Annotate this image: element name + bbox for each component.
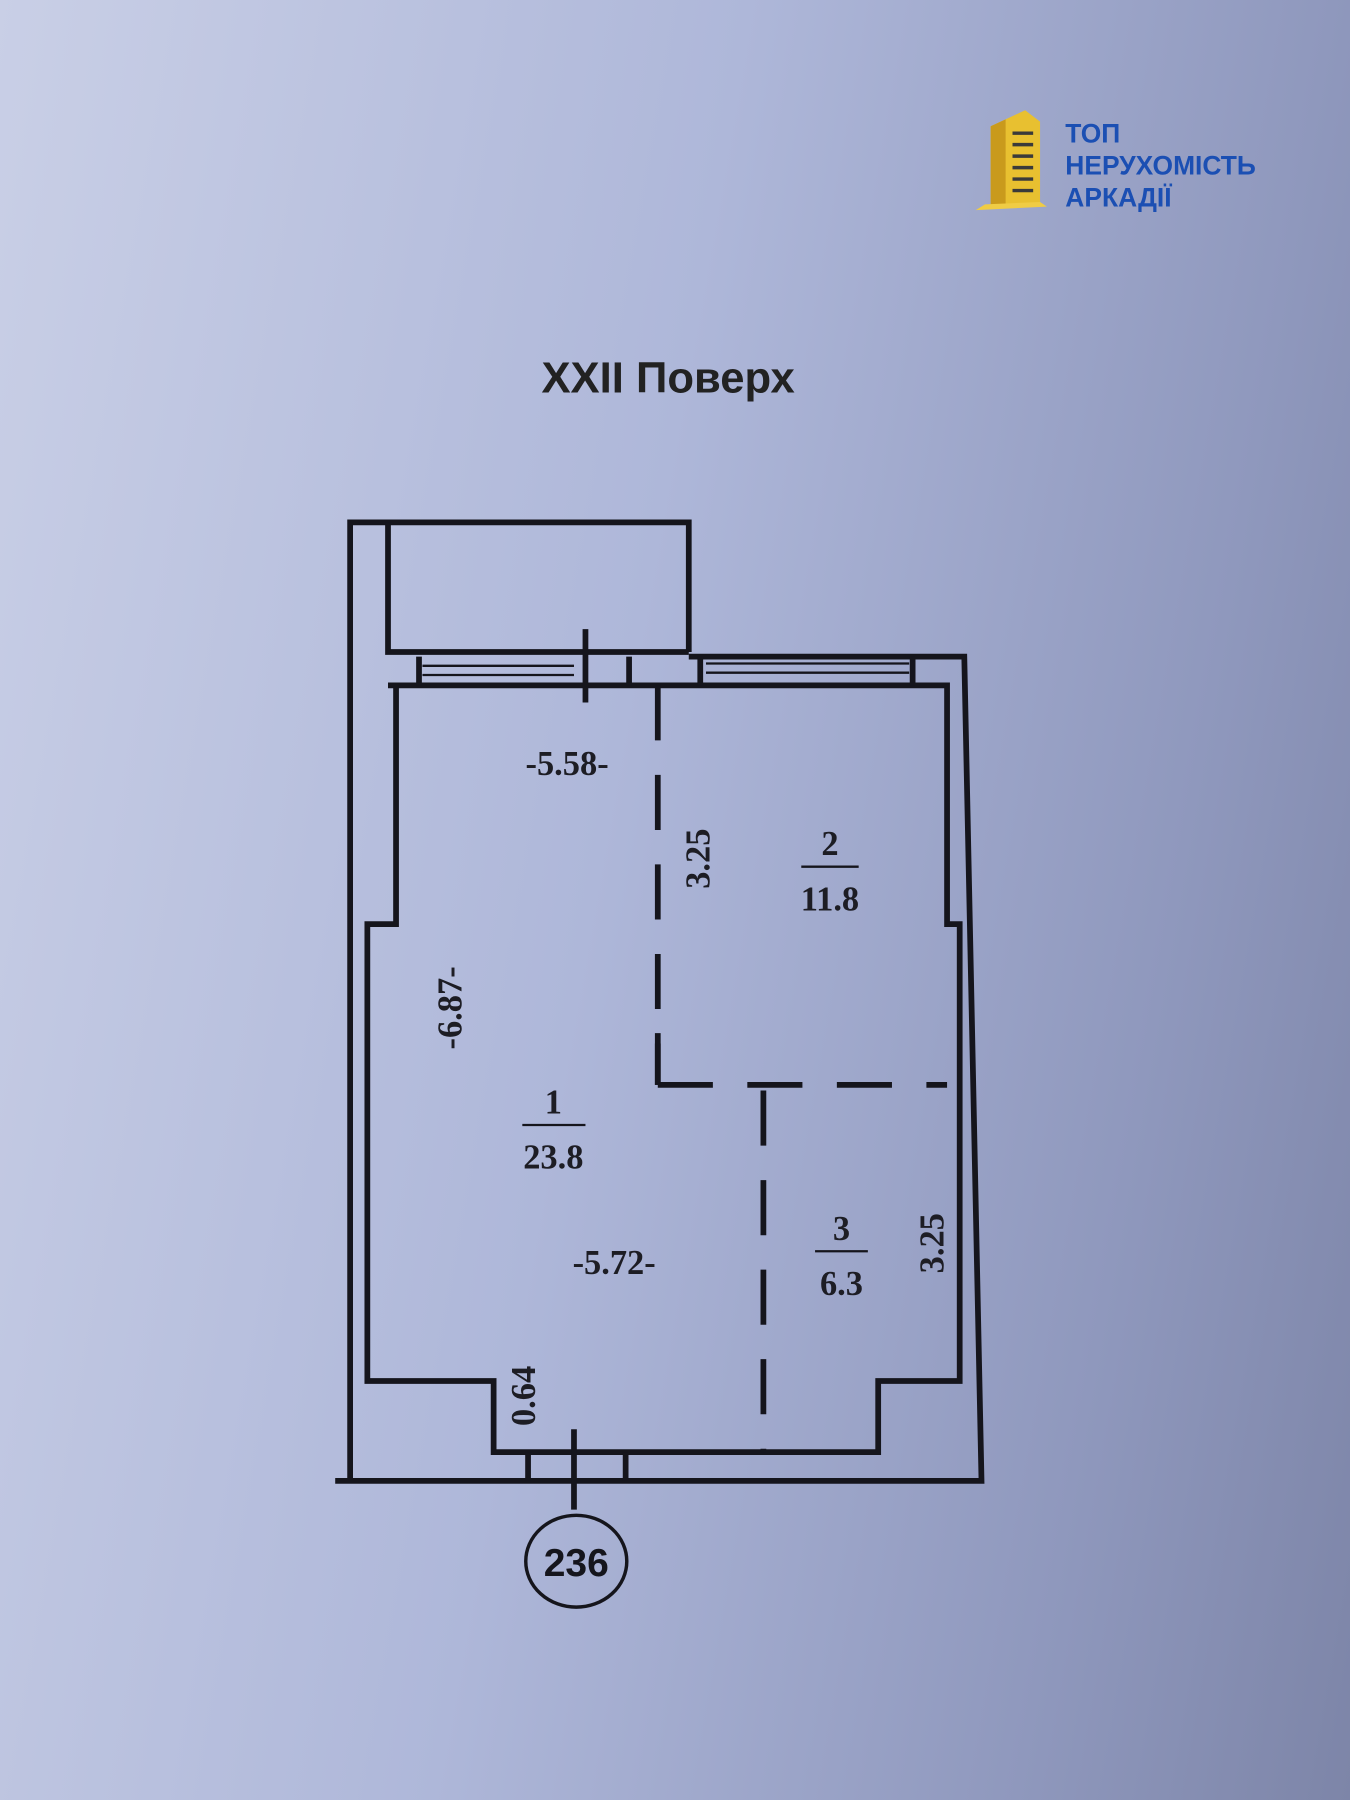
- room-2: 2 11.8: [801, 825, 859, 918]
- partitions: [571, 629, 948, 1510]
- logo-line3: АРКАДІЇ: [1065, 183, 1172, 213]
- room-2-area: 11.8: [801, 880, 859, 918]
- room-1-area: 23.8: [523, 1139, 583, 1177]
- dimension-room3-height: 3.25: [914, 1213, 952, 1273]
- room-3: 3 6.3: [815, 1210, 868, 1303]
- walls: [335, 519, 985, 1484]
- dimension-room2-height: 3.25: [679, 829, 717, 889]
- apartment-number-badge: 236: [524, 1513, 629, 1609]
- room-1: 1 23.8: [522, 1084, 586, 1177]
- room-3-number: 3: [833, 1210, 850, 1248]
- room-2-number: 2: [821, 825, 838, 863]
- logo: ТОП НЕРУХОМІСТЬ АРКАДІЇ: [975, 110, 1256, 213]
- dimension-top-width: -5.58-: [526, 745, 609, 783]
- logo-line2: НЕРУХОМІСТЬ: [1065, 150, 1256, 180]
- page-title: XXII Поверх: [541, 355, 794, 403]
- dimension-left-height: -6.87-: [431, 966, 469, 1049]
- windows: [422, 662, 910, 677]
- room-3-area: 6.3: [820, 1265, 863, 1303]
- dimension-bottom-wall: 0.64: [505, 1366, 543, 1426]
- logo-line1: ТОП: [1065, 118, 1120, 148]
- apartment-number: 236: [544, 1542, 609, 1585]
- building-icon: [975, 110, 1047, 211]
- dimension-bottom-width: -5.72-: [573, 1244, 656, 1282]
- room-1-number: 1: [545, 1084, 562, 1122]
